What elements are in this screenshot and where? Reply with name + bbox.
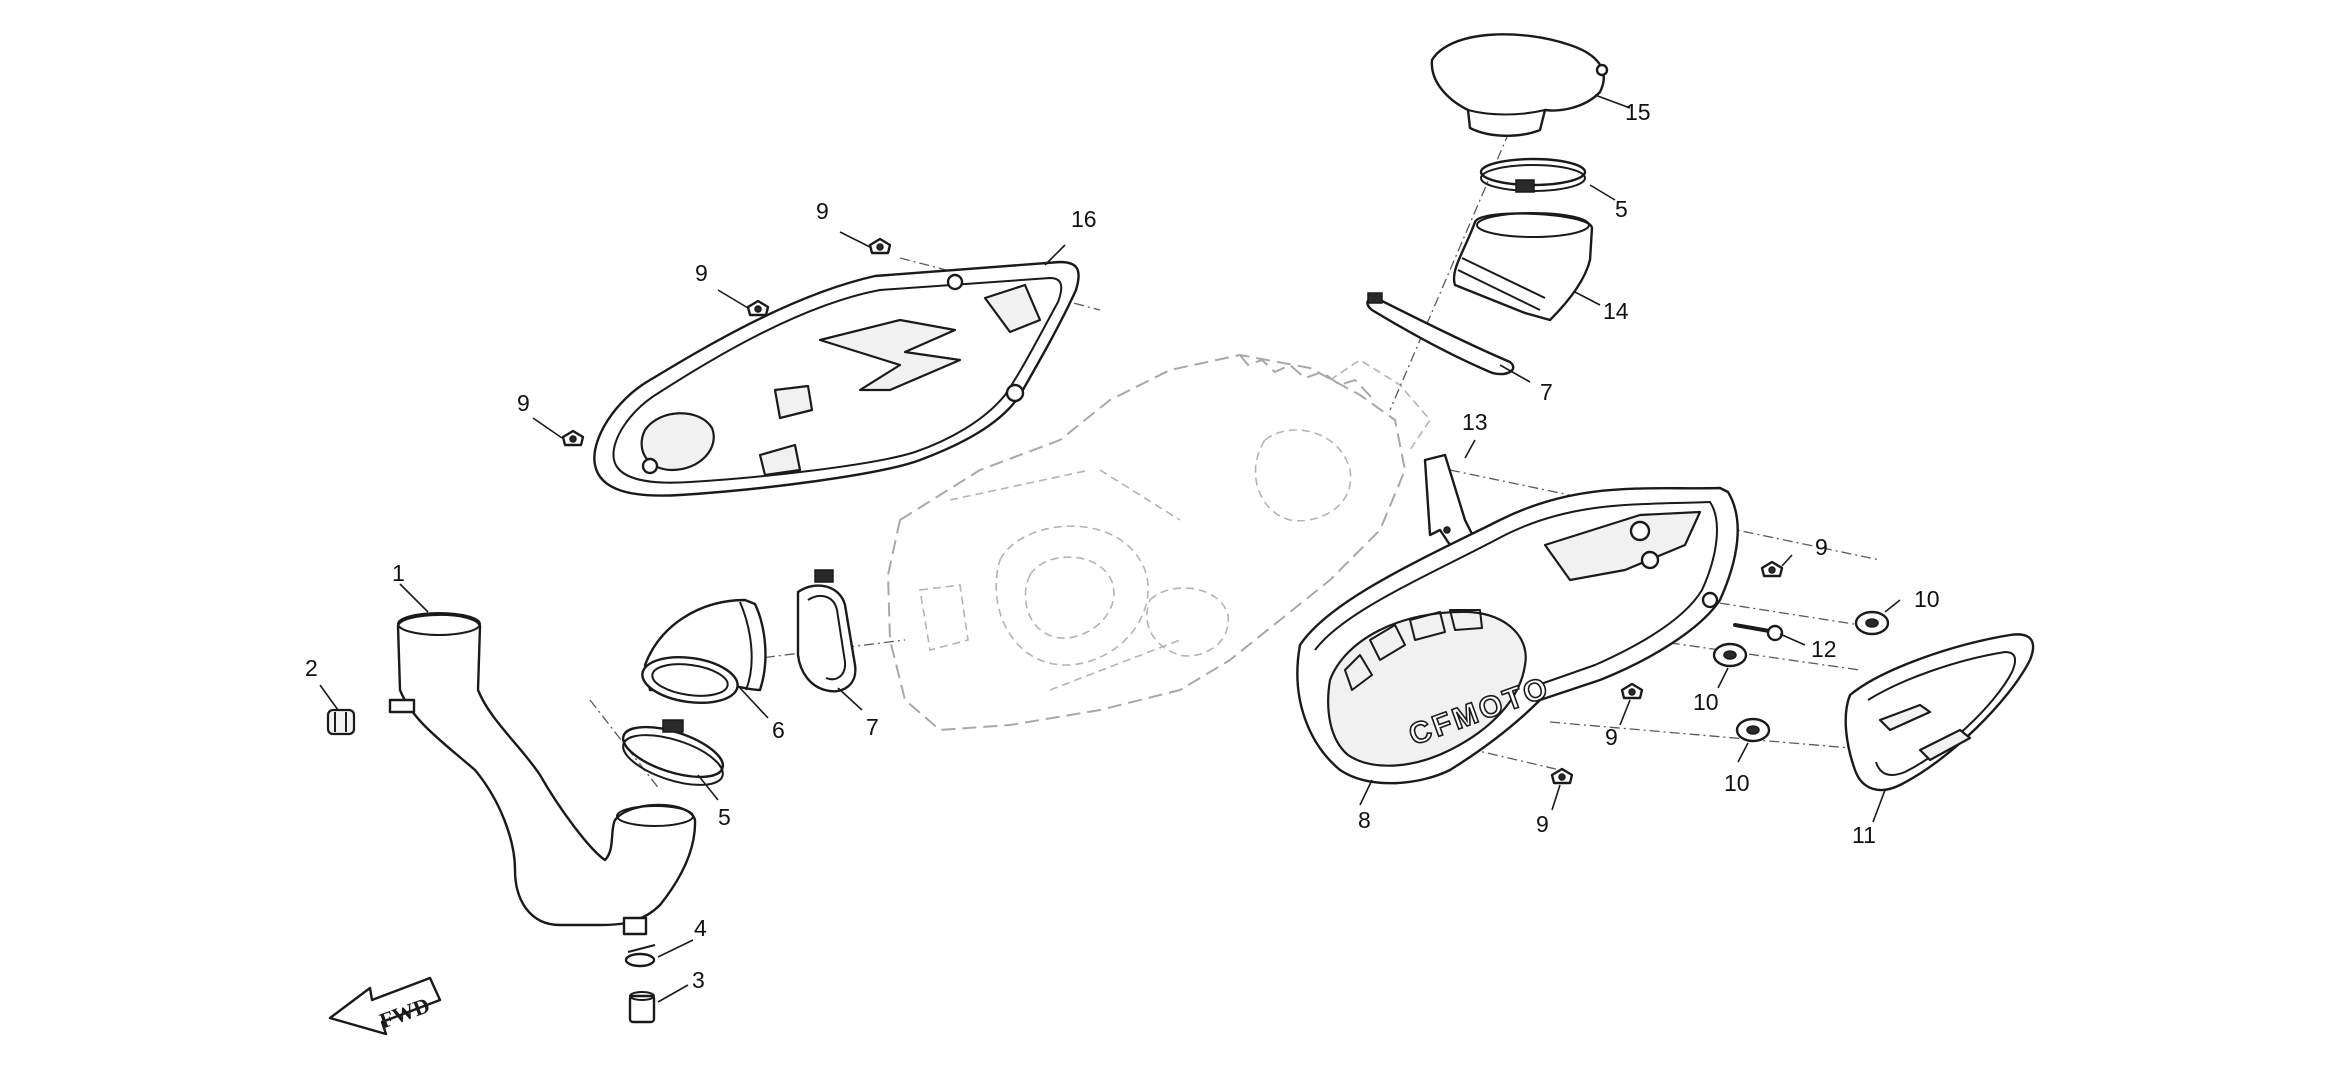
callout-9-top: 9 [816,198,829,224]
part-4-spring-clamp [624,944,656,968]
callout-1: 1 [392,560,405,586]
part-8-outer-cvt-cover: CFMOTO [1296,486,1739,785]
part-5-upper-hose-clamp [1479,157,1587,193]
callout-4: 4 [694,915,707,941]
callout-13: 13 [1462,409,1488,435]
part-16-inner-cvt-cover [593,260,1080,497]
part-7-upper-intake-seal [1366,292,1515,376]
part-1-lower-intake-duct [396,612,697,936]
leader-lines [319,94,1901,1003]
part-6-elbow-boot [641,598,767,704]
part-7-lower-seal-ring [796,569,857,693]
part-14-rubber-elbow-boot [1452,212,1594,322]
callout-6: 6 [772,717,785,743]
part-2-grommet [326,698,416,736]
part-5-lower-hose-clamp [621,719,725,786]
part-13-bracket [1423,453,1477,547]
callout-12: 12 [1811,636,1837,662]
part-10-washers [1712,610,1890,743]
callout-10-right: 10 [1914,586,1940,612]
engine-crankcase-ghost [887,354,1432,731]
callout-5-upper: 5 [1615,196,1628,222]
callout-9-bottom: 9 [1536,811,1549,837]
callout-9-mid: 9 [695,260,708,286]
part-3-drain-plug [628,991,656,1024]
part-9-screws-cover-8 [1550,560,1784,785]
callout-8: 8 [1358,807,1371,833]
callout-14: 14 [1603,298,1629,324]
part-12-bolt [1733,623,1784,642]
callout-5-lower: 5 [718,804,731,830]
callout-16: 16 [1071,206,1097,232]
part-9-screws-cover-16 [561,237,892,447]
callout-15: 15 [1625,99,1651,125]
part-11-side-panel [1844,633,2035,792]
callout-10-bottom: 10 [1724,770,1750,796]
callout-11: 11 [1852,822,1876,848]
part-15-intake-duct [1430,33,1609,137]
callout-7-upper: 7 [1540,379,1553,405]
callout-9-center: 9 [1605,724,1618,750]
callout-labels: 1 2 3 4 5 5 6 7 7 8 9 9 9 9 9 9 10 10 10… [305,99,1940,993]
callout-3: 3 [692,967,705,993]
callout-9-left: 9 [517,390,530,416]
callout-9-right: 9 [1815,534,1828,560]
fwd-direction-arrow: FWD [328,976,442,1036]
callout-7-lower: 7 [866,714,879,740]
callout-2: 2 [305,655,318,681]
callout-10-center: 10 [1693,689,1719,715]
